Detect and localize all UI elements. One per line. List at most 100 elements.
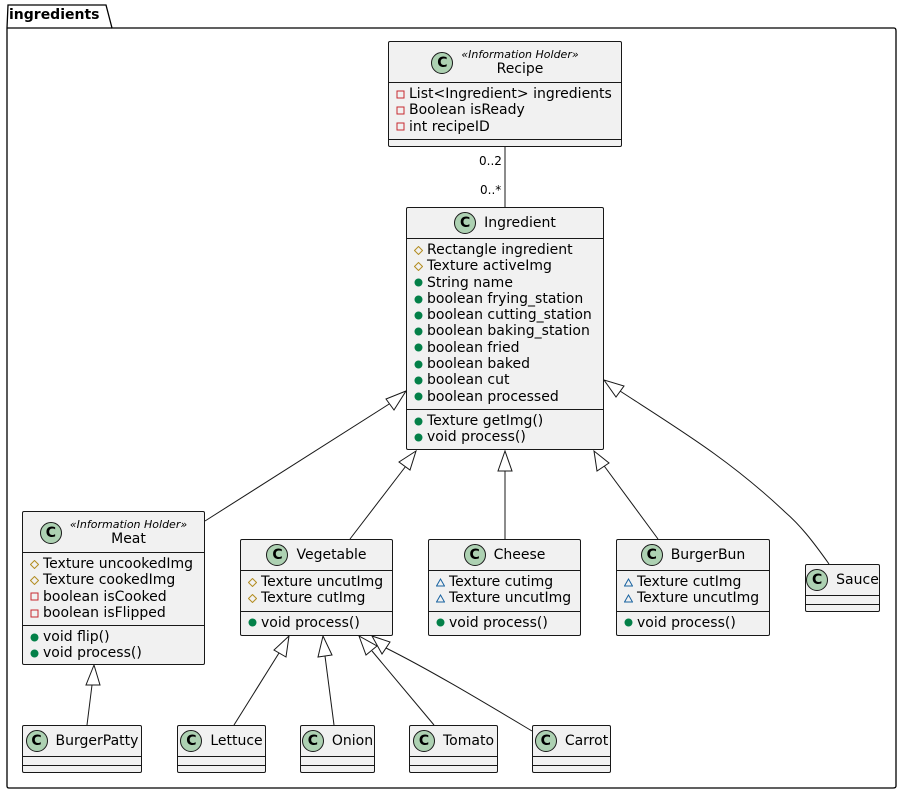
visibility-marker [435,618,446,627]
visibility-marker [413,376,424,385]
protected-visibility-icon [30,559,39,569]
public-visibility-icon [248,618,257,627]
class-icon: C [25,730,48,752]
visibility-marker [29,649,40,658]
generalization-tomato-vegetable [358,634,435,726]
generalization-sauce-ingredient [602,379,830,565]
fields-section [533,757,610,766]
field-text: Rectangle ingredient [427,242,573,258]
field-text: Texture cutImg [261,590,366,607]
method-text: void process() [637,614,736,631]
multiplicity-ingredient-end: 0..* [480,183,502,197]
field-row: List<Ingredient> ingredients [395,86,615,102]
visibility-marker [623,618,634,627]
field-row: Texture cutImg [247,590,386,606]
public-visibility-icon [414,360,423,369]
method-text: void process() [43,645,142,662]
public-visibility-icon [30,649,39,658]
class-icon: C [454,212,477,234]
public-visibility-icon [414,327,423,336]
field-row: Texture uncutImg [623,590,763,606]
protected-visibility-icon [248,593,257,603]
class-icon: C [266,544,289,566]
public-visibility-icon [414,392,423,401]
field-row: boolean isCooked [29,589,198,605]
class-icon: C [534,730,557,752]
protected-visibility-icon [248,577,257,587]
visibility-marker [413,245,424,255]
class-name: Carrot [564,732,609,749]
visibility-marker [623,577,634,587]
visibility-marker [247,577,258,587]
visibility-marker [413,417,424,426]
field-row: boolean cut [413,372,597,388]
method-row: void flip() [29,629,198,645]
visibility-marker [413,343,424,352]
field-text: Boolean isReady [409,102,525,119]
class-name: BurgerBun [670,546,746,563]
generalization-burgerbun-ingredient [593,449,659,540]
field-row: Texture cookedImg [29,572,198,588]
methods-section [301,766,374,775]
field-text: Texture activeImg [427,258,552,275]
methods-section: void process() [241,612,392,635]
field-text: Texture cookedImg [43,572,176,589]
field-row: int recipeID [395,119,615,135]
method-text: void process() [261,614,360,631]
class-name: Recipe [496,61,544,77]
class-name: Onion [331,732,374,749]
field-row: Texture uncookedImg [29,556,198,572]
methods-section [533,766,610,775]
visibility-marker [395,122,406,131]
generalization-lettuce-vegetable [233,634,290,726]
methods-section [389,140,621,149]
field-row: Texture uncutImg [247,574,386,590]
visibility-marker [413,433,424,442]
package-visibility-icon [624,593,633,603]
field-row: boolean isFlipped [29,605,198,621]
field-text: boolean cutting_station [427,307,592,324]
generalization-onion-vegetable [317,634,335,726]
package-visibility-icon [624,577,633,587]
method-text: void process() [449,614,548,631]
method-text: void flip() [43,629,110,646]
private-visibility-icon [396,90,405,99]
public-visibility-icon [414,343,423,352]
visibility-marker [413,295,424,304]
methods-section [23,766,141,775]
generalization-burgerpatty-meat [85,663,101,726]
field-row: boolean fried [413,340,597,356]
class-header: C«Information Holder»Recipe [389,42,621,83]
class-icon: C [39,522,62,544]
field-row: Rectangle ingredient [413,242,597,258]
visibility-marker [395,106,406,115]
field-text: Texture uncutImg [261,574,384,590]
field-text: boolean processed [427,388,559,405]
visibility-marker [413,327,424,336]
method-row: void process() [623,615,763,631]
class-carrot[interactable]: C Carrot [532,725,611,773]
field-text: Texture cutImg [637,574,742,590]
visibility-marker [29,559,40,569]
field-row: boolean frying_station [413,291,597,307]
method-row: void process() [413,429,597,445]
